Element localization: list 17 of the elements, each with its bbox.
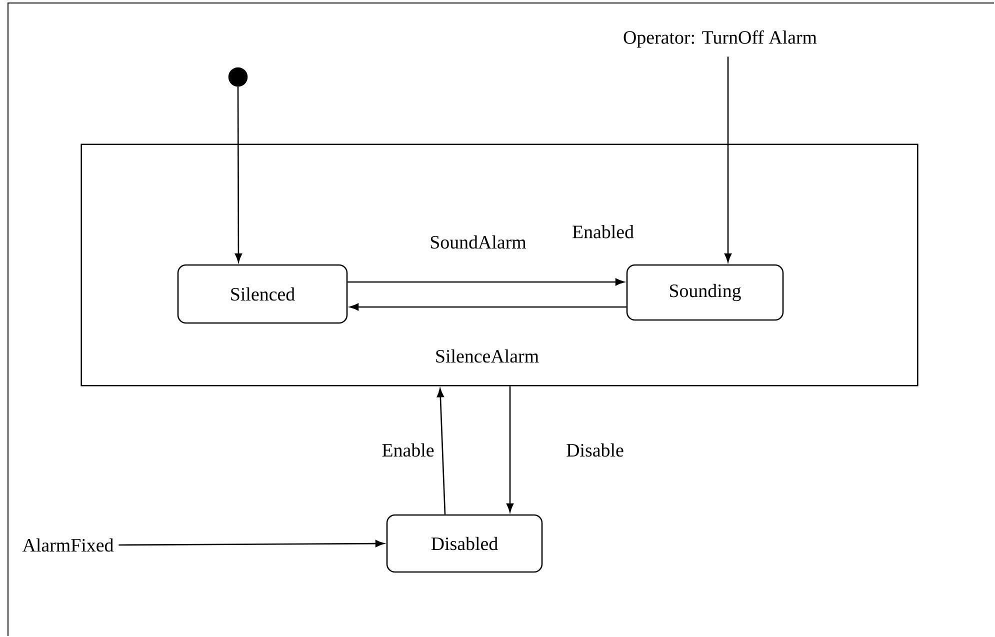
event-text: Operator: TurnOff Alarm (624, 30, 817, 48)
edge-label: SoundAlarm (430, 235, 526, 249)
edge-label: SilenceAlarm (436, 349, 539, 363)
transition-arrow (348, 278, 624, 286)
transition-arrow (118, 540, 384, 548)
transition-arrow (350, 303, 626, 311)
transition-arrow (506, 386, 514, 512)
state-box: Silenced (177, 264, 348, 324)
edge-label: Disable (566, 443, 624, 457)
transition-arrow (234, 86, 242, 262)
initial-state-dot (228, 67, 248, 87)
event-text: AlarmFixed (22, 538, 114, 552)
transition-arrow (436, 388, 446, 514)
edge-label: Enable (382, 443, 434, 457)
state-box: Disabled (386, 514, 543, 573)
transition-arrow (724, 56, 732, 262)
state-box: Sounding (626, 264, 784, 321)
